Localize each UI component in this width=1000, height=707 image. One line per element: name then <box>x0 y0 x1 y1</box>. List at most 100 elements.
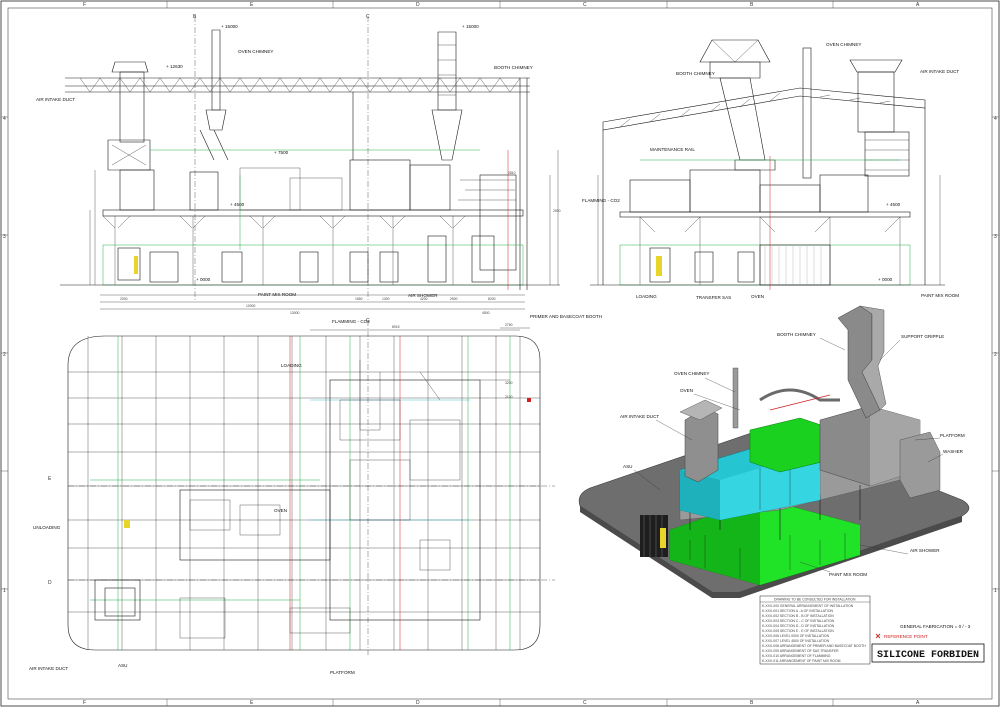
drawing-item: K-XXX-010 ARRANGEMENT OF FLAMMING <box>762 654 831 658</box>
col-ref-top-4: B <box>750 2 754 8</box>
front-dim-6: 8200 <box>488 297 496 301</box>
iso-label-asu: ASU <box>623 464 632 469</box>
plan-label-flamming-co2: FLAMMING - CO2 <box>332 319 370 324</box>
front-label-air-shower: AIR SHOWER <box>408 293 438 298</box>
plan-label-platform: PLATFORM <box>330 670 355 675</box>
col-ref-top-0: F <box>83 2 86 8</box>
drawing-item: K-XXX-011 ARRANGEMENT OF PAINT MIX ROOM <box>762 659 841 663</box>
front-label-oven-chimney: OVEN CHIMNEY <box>238 49 273 54</box>
drawing-item: K-XXX-000 GENERAL ARRANGEMENT OF INSTALL… <box>762 604 854 608</box>
side-label-flamming-co2: FLAMMING - CO2 <box>582 198 620 203</box>
drawing-item: K-XXX-001 SECTION A - A OF INSTALLATION <box>762 609 833 613</box>
plan-label-unloading: UNLOADING <box>33 525 61 530</box>
col-ref-bottom-2: D <box>416 700 420 706</box>
reference-point-icon <box>875 633 881 639</box>
plan-label-air-intake-duct: AIR INTAKE DUCT <box>29 666 68 671</box>
front-label-primer-booth: PRIMER AND BASECOAT BOOTH <box>530 314 602 319</box>
front-dim-5: 2500 <box>450 297 458 301</box>
col-ref-bottom-0: F <box>83 700 86 706</box>
side-label-oven: OVEN <box>751 294 764 299</box>
row-ref-right-2: 2 <box>994 352 997 358</box>
silicone-warning-box <box>871 643 985 663</box>
plan-label-loading: LOADING <box>281 363 302 368</box>
front-dim-4: 4200 <box>420 297 428 301</box>
front-level-0: + 0000 <box>196 277 211 282</box>
side-label-paint-mix-room: PAINT MIX ROOM <box>921 293 959 298</box>
row-ref-right-0: 4 <box>994 116 997 122</box>
front-dim-3: 1300 <box>382 297 390 301</box>
reference-point-label: REFERENCE POINT <box>884 634 928 639</box>
side-label-maintenance-rail: MAINTENANCE RAIL <box>650 147 695 152</box>
front-level-4500: + 4500 <box>230 202 245 207</box>
drawing-item: K-XXX-005 SECTION E - E OF INSTALLATION <box>762 629 834 633</box>
plan-view <box>67 320 555 655</box>
iso-label-support-gripple: SUPPORT GRIPPLE <box>901 334 944 339</box>
col-ref-bottom-1: E <box>250 700 254 706</box>
plan-dim-1: 2750 <box>505 323 513 327</box>
iso-label-air-shower: AIR SHOWER <box>910 548 940 553</box>
front-dim-0: 2000 <box>120 297 128 301</box>
iso-label-oven: OVEN <box>680 388 693 393</box>
col-ref-top-5: A <box>916 2 920 8</box>
iso-label-washer: WASHER <box>943 449 964 454</box>
front-level-7500: + 7500 <box>274 150 289 155</box>
col-ref-top-3: C <box>583 2 587 8</box>
col-ref-top-2: D <box>416 2 420 8</box>
col-ref-bottom-4: B <box>750 700 754 706</box>
plan-label-asu: ASU <box>118 663 127 668</box>
front-level-15000-a: + 15000 <box>221 24 238 29</box>
iso-label-oven-chimney: OVEN CHIMNEY <box>674 371 709 376</box>
iso-label-paint-mix-room: PAINT MIX ROOM <box>829 572 867 577</box>
drawing-item: K-XXX-007 LEVEL 4500 OF INSTALLATION <box>762 639 830 643</box>
front-label-booth-chimney: BOOTH CHIMNEY <box>494 65 533 70</box>
front-dim-2: 1650 <box>355 297 363 301</box>
side-label-transfer-sas: TRANSFER SAS <box>696 295 731 300</box>
silicone-warning: SILICONE FORBIDEN <box>877 650 979 661</box>
front-level-15000-b: + 15000 <box>462 24 479 29</box>
front-dim-1: 10000 <box>246 304 256 308</box>
drawing-item: K-XXX-004 SECTION D - D OF INSTALLATION <box>762 624 835 628</box>
drawings-title: DRAWING TO BE CONSULTED FOR INSTALLATION <box>774 598 856 602</box>
front-dim-7: 2810 <box>508 171 516 175</box>
front-section-mark-b: B <box>193 14 197 20</box>
front-label-paint-mix-room: PAINT MIX ROOM <box>258 292 296 297</box>
front-section-mark-c: C <box>366 14 370 20</box>
side-elevation <box>590 39 945 290</box>
row-ref-left-2: 2 <box>3 352 6 358</box>
row-ref-left-3: 1 <box>3 588 6 594</box>
plan-label-oven: OVEN <box>274 508 287 513</box>
plan-dim-3: 2100 <box>505 395 513 399</box>
row-ref-right-1: 3 <box>994 234 997 240</box>
iso-label-platform: PLATFORM <box>940 433 965 438</box>
col-ref-bottom-3: C <box>583 700 587 706</box>
row-ref-right-3: 1 <box>994 588 997 594</box>
plan-section-mark-d: D <box>48 580 52 586</box>
plan-dim-0: 8915 <box>392 325 400 329</box>
side-level-0: + 0000 <box>878 277 893 282</box>
row-ref-left-1: 3 <box>3 234 6 240</box>
iso-label-air-intake-duct: AIR INTAKE DUCT <box>620 414 659 419</box>
side-label-booth-chimney: BOOTH CHIMNEY <box>676 71 715 76</box>
drawing-item: K-XXX-006 LEVEL 0000 OF INSTALLATION <box>762 634 830 638</box>
drawing-list-table <box>759 595 871 665</box>
front-dim-8: 2500 <box>553 209 561 213</box>
iso-label-booth-chimney: BOOTH CHIMNEY <box>777 332 816 337</box>
plan-section-mark-e: E <box>48 476 52 482</box>
front-dim-10: 4500 <box>482 311 490 315</box>
front-elevation <box>60 16 560 310</box>
side-label-oven-chimney: OVEN CHIMNEY <box>826 42 861 47</box>
col-ref-bottom-5: A <box>916 700 920 706</box>
isometric-view <box>578 305 970 598</box>
drawing-item: K-XXX-002 SECTION B - B OF INSTALLATION <box>762 614 834 618</box>
side-label-loading: LOADING <box>636 294 657 299</box>
drawing-item: K-XXX-008 ARRANGEMENT OF PRIMER AND BASE… <box>762 644 866 648</box>
col-ref-top-1: E <box>250 2 254 8</box>
side-label-air-intake-duct: AIR INTAKE DUCT <box>920 69 959 74</box>
front-label-air-intake-duct: AIR INTAKE DUCT <box>36 97 75 102</box>
front-level-12630: + 12630 <box>166 64 183 69</box>
side-level-4500: + 4500 <box>886 202 901 207</box>
general-fabrication-note: GENERAL FABRICATION = 0 / - 3 <box>900 624 971 629</box>
